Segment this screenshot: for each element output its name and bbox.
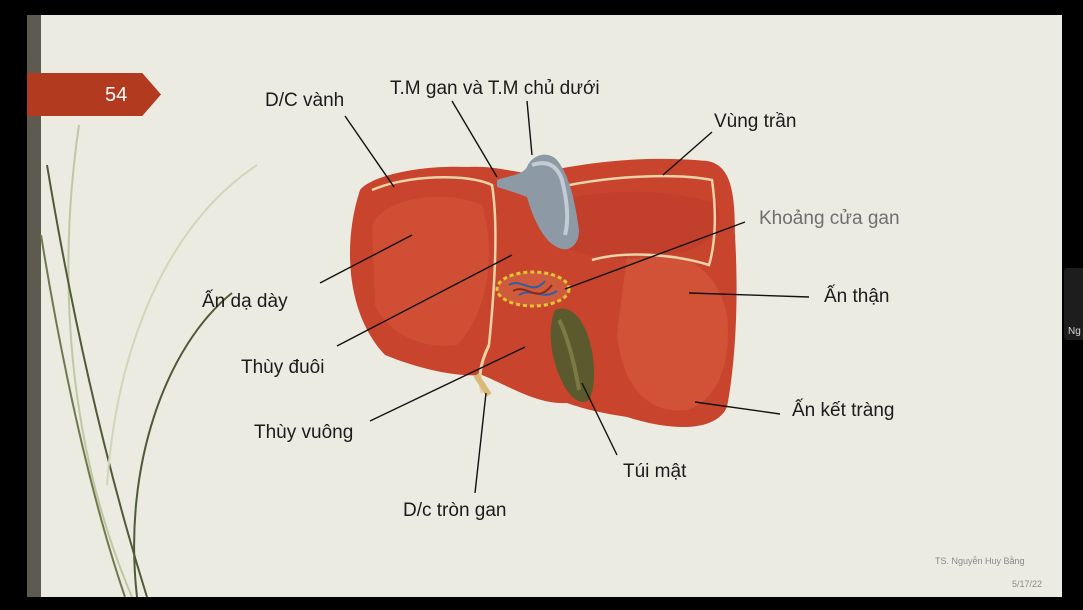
slide-number-badge: 54 bbox=[27, 73, 161, 116]
leader-line bbox=[526, 100, 533, 156]
label-gastric-impression: Ấn dạ dày bbox=[202, 291, 288, 312]
side-panel-tab[interactable]: Ng bbox=[1064, 268, 1083, 340]
label-gallbladder: Túi mật bbox=[623, 461, 687, 482]
leader-line bbox=[581, 382, 618, 456]
label-coronary-ligament: D/C vành bbox=[265, 90, 345, 111]
leader-line bbox=[474, 392, 487, 494]
label-renal-impression: Ấn thận bbox=[824, 286, 890, 307]
leader-line bbox=[662, 131, 713, 176]
hepatic-vein-shape bbox=[497, 154, 579, 250]
porta-hepatis-outline bbox=[495, 270, 571, 308]
label-bare-area: Vùng trần bbox=[714, 111, 797, 132]
label-round-ligament: D/c tròn gan bbox=[403, 500, 507, 521]
leader-line bbox=[564, 221, 746, 290]
label-quadrate-lobe: Thùy vuông bbox=[254, 422, 354, 443]
label-colic-impression: Ấn kết tràng bbox=[792, 400, 895, 421]
label-hepatic-veins-ivc: T.M gan và T.M chủ dưới bbox=[390, 78, 600, 99]
label-porta-hepatis: Khoảng cửa gan bbox=[759, 208, 900, 229]
leader-line bbox=[344, 115, 395, 188]
slide-canvas: 54 bbox=[27, 15, 1062, 597]
slide-number: 54 bbox=[105, 84, 128, 106]
leader-line bbox=[694, 401, 781, 415]
label-caudate-lobe: Thùy đuôi bbox=[241, 357, 325, 378]
decorative-curves bbox=[40, 124, 258, 597]
side-panel-label: Ng bbox=[1068, 326, 1081, 337]
liver-illustration bbox=[319, 100, 810, 494]
leader-line bbox=[688, 292, 810, 298]
slide-left-bar bbox=[27, 15, 41, 597]
slide-date: 5/17/22 bbox=[1012, 579, 1043, 589]
leader-line bbox=[451, 100, 498, 178]
leader-line bbox=[369, 346, 526, 422]
leader-line bbox=[319, 234, 413, 284]
leader-line bbox=[336, 254, 513, 347]
author-credit: TS. Nguyễn Huy Bằng bbox=[935, 556, 1025, 566]
